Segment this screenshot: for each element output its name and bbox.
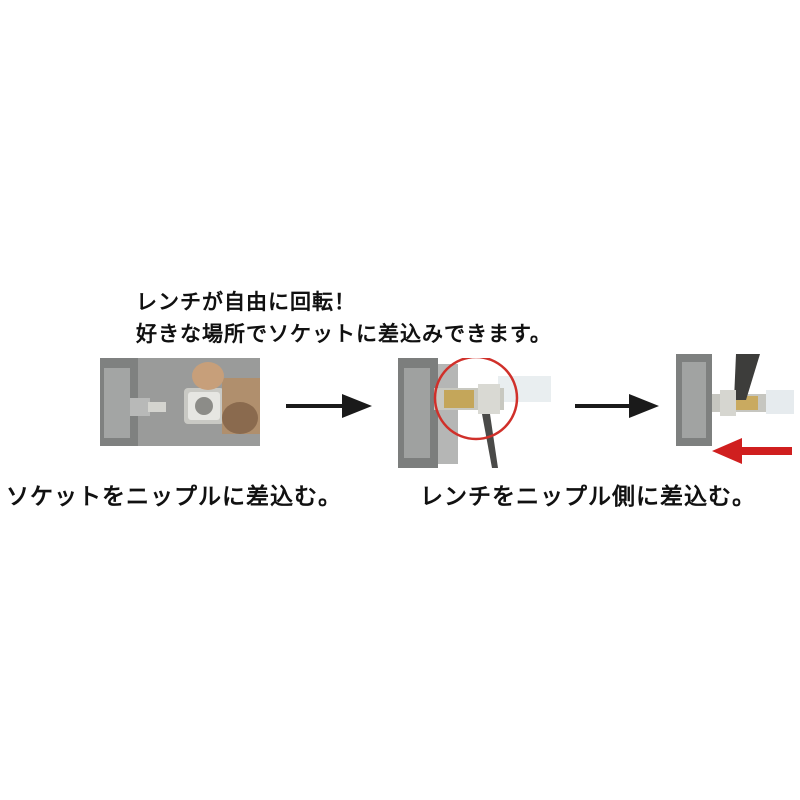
left-arrow-icon	[712, 438, 792, 464]
photo-wrench-push	[676, 354, 794, 446]
headline-line-1: レンチが自由に回転！	[136, 290, 356, 314]
caption-left: ソケットをニップルに差込む。	[6, 484, 342, 510]
highlight-circle	[433, 358, 519, 441]
photo-wrench-push-illustration	[676, 354, 794, 446]
photo-wrench-rotate-illustration	[398, 358, 551, 468]
caption-right: レンチをニップル側に差込む。	[420, 484, 756, 510]
photo-socket-insert	[100, 358, 260, 446]
headline-line-2: 好きな場所でソケットに差込みできます。	[136, 322, 552, 346]
right-arrow-icon	[575, 394, 659, 418]
photo-wrench-rotate	[398, 358, 551, 468]
photo-socket-insert-illustration	[100, 358, 260, 446]
headline: レンチが自由に回転！ 好きな場所でソケットに差込みできます。	[136, 286, 656, 350]
right-arrow-icon	[286, 394, 372, 418]
